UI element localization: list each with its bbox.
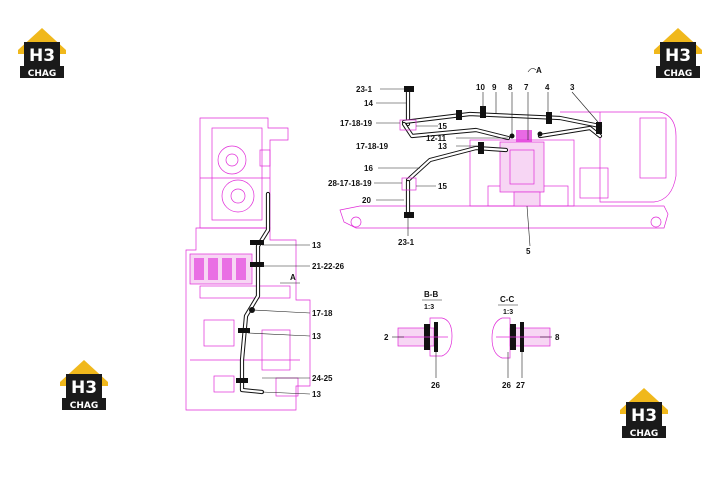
- svg-text:CHAG: CHAG: [630, 429, 659, 439]
- label-main-15-top: 15: [438, 122, 447, 131]
- svg-text:H3: H3: [631, 406, 657, 426]
- label-main-23-1-top: 23-1: [356, 85, 373, 94]
- section-b-b-title: B-B: [424, 290, 438, 299]
- svg-text:H3: H3: [71, 378, 97, 398]
- svg-text:H3: H3: [665, 46, 691, 66]
- section-b-b: B-B 1:3 2 26: [384, 290, 453, 390]
- label-side-17-18: 17-18: [312, 309, 333, 318]
- section-b-b-scale: 1:3: [424, 304, 434, 311]
- label-main-view-A: A: [536, 66, 542, 75]
- svg-text:CHAG: CHAG: [70, 401, 99, 411]
- label-side-13b: 13: [312, 332, 321, 341]
- label-main-12-11: 12-11: [426, 134, 447, 143]
- label-main-13: 13: [438, 142, 447, 151]
- label-side-13a: 13: [312, 241, 321, 250]
- logo-top-right: H3 CHAG: [654, 28, 702, 79]
- section-c-c-title: C-C: [500, 295, 514, 304]
- main-view: [339, 68, 677, 247]
- label-main-16: 16: [364, 164, 373, 173]
- section-c-c: C-C 1:3 8 26 27: [491, 295, 560, 390]
- label-main-5: 5: [526, 247, 531, 256]
- label-main-3: 3: [570, 83, 575, 92]
- label-cc-8: 8: [555, 333, 560, 342]
- label-cc-27: 27: [516, 381, 525, 390]
- label-main-4: 4: [545, 83, 550, 92]
- label-main-7: 7: [524, 83, 529, 92]
- label-cc-26: 26: [502, 381, 511, 390]
- logo-top-left: H3 CHAG: [18, 28, 66, 79]
- section-c-c-scale: 1:3: [503, 309, 513, 316]
- svg-text:CHAG: CHAG: [28, 69, 57, 79]
- label-main-17-18-19-mid: 17-18-19: [356, 142, 389, 151]
- label-side-view-A: A: [290, 273, 296, 282]
- label-main-28-17-18-19: 28-17-18-19: [328, 179, 372, 188]
- label-side-13c: 13: [312, 390, 321, 399]
- logo-bottom-right: H3 CHAG: [620, 388, 668, 439]
- logo-bottom-left: H3 CHAG: [60, 360, 108, 411]
- label-main-20: 20: [362, 196, 371, 205]
- label-main-17-18-19-top: 17-18-19: [340, 119, 373, 128]
- label-bb-2: 2: [384, 333, 389, 342]
- side-view: [185, 117, 311, 411]
- label-bb-26: 26: [431, 381, 440, 390]
- label-main-23-1-bottom: 23-1: [398, 238, 415, 247]
- label-main-14: 14: [364, 99, 373, 108]
- label-main-9: 9: [492, 83, 497, 92]
- label-side-21-22-26: 21-22-26: [312, 262, 345, 271]
- svg-text:H3: H3: [29, 46, 55, 66]
- label-main-8: 8: [508, 83, 513, 92]
- main-view-labels: 23-1 14 17-18-19 10 9 8 7 4 3 15 12-11 1…: [328, 66, 575, 256]
- label-main-15-bottom: 15: [438, 182, 447, 191]
- side-view-labels: 13 21-22-26 A 17-18 13 24-25 13: [290, 241, 345, 399]
- label-main-10: 10: [476, 83, 485, 92]
- label-side-24-25: 24-25: [312, 374, 333, 383]
- svg-text:CHAG: CHAG: [664, 69, 693, 79]
